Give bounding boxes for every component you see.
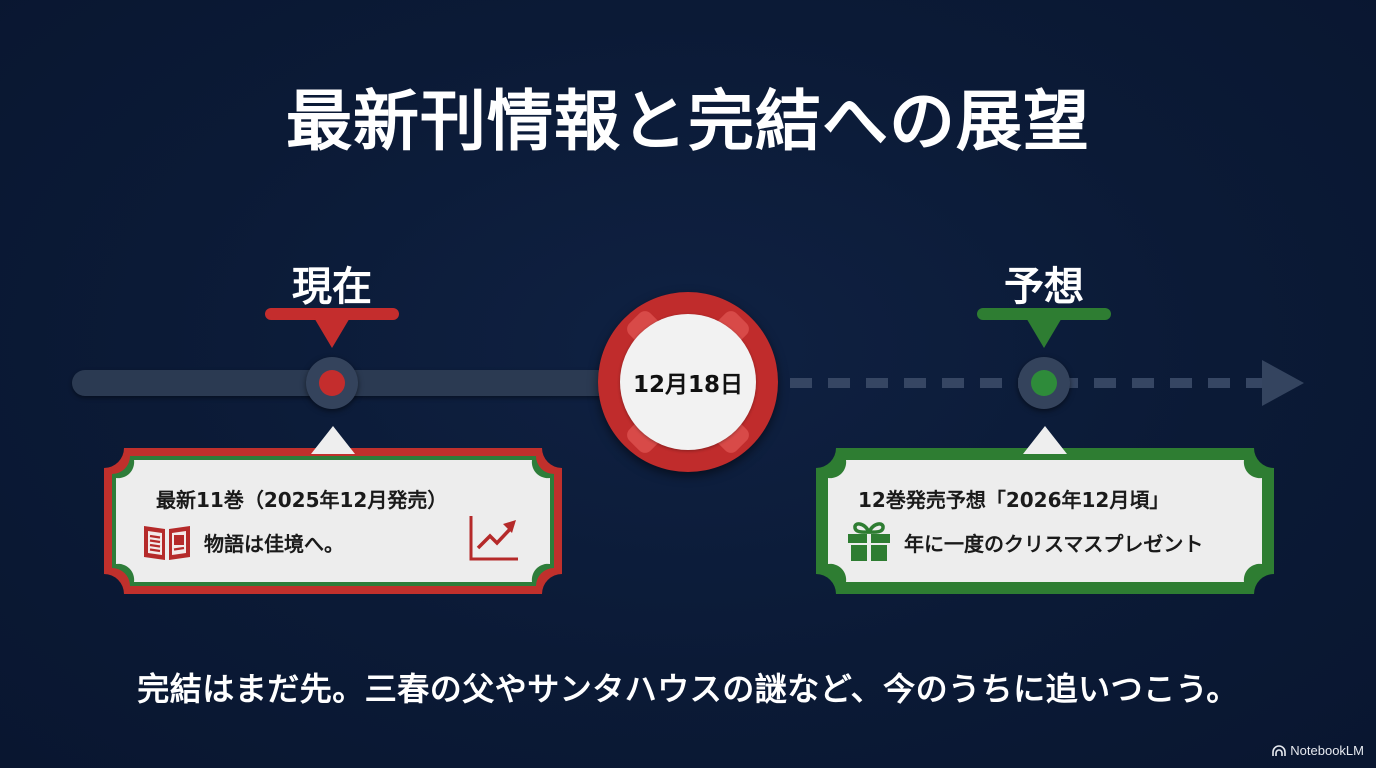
- current-marker-pointer: [313, 316, 351, 348]
- page-title: 最新刊情報と完結への展望: [286, 83, 1090, 160]
- forecast-node[interactable]: [1018, 357, 1070, 409]
- card-frame: [816, 448, 1274, 594]
- card-body: 物語は佳境へ。: [204, 532, 344, 556]
- gift-icon: [848, 522, 890, 561]
- timeline-track-future: [752, 378, 1262, 388]
- current-label: 現在: [292, 264, 372, 310]
- card-heading: 12巻発売予想「2026年12月頃」: [858, 488, 1170, 512]
- forecast-marker-pointer: [1025, 316, 1063, 348]
- current-node[interactable]: [306, 357, 358, 409]
- card-pointer: [1023, 426, 1067, 454]
- trending-up-chart-icon: [469, 516, 518, 561]
- forecast-label: 予想: [1004, 264, 1084, 310]
- date-badge: 12月18日: [598, 292, 778, 472]
- forecast-node-dot: [1031, 370, 1057, 396]
- current-marker-bar: [265, 308, 399, 320]
- forecast-marker-bar: [977, 308, 1111, 320]
- current-info-card: 最新11巻（2025年12月発売） 物語は佳境へ。: [104, 426, 562, 594]
- card-pointer: [311, 426, 355, 454]
- forecast-info-card: 12巻発売予想「2026年12月頃」 年に一度のクリスマスプレゼント: [816, 426, 1274, 594]
- brand-watermark: NotebookLM: [1272, 743, 1364, 758]
- open-book-icon: [144, 526, 190, 560]
- card-heading: 最新11巻（2025年12月発売）: [156, 488, 448, 512]
- arrow-right-icon: [1262, 360, 1304, 406]
- card-body: 年に一度のクリスマスプレゼント: [904, 532, 1204, 556]
- card-frame: [104, 448, 562, 594]
- footer-message: 完結はまだ先。三春の父やサンタハウスの謎など、今のうちに追いつこう。: [137, 670, 1239, 708]
- date-badge-label: 12月18日: [620, 314, 756, 450]
- brand-name: NotebookLM: [1290, 743, 1364, 758]
- notebooklm-logo-icon: [1272, 744, 1287, 756]
- current-node-dot: [319, 370, 345, 396]
